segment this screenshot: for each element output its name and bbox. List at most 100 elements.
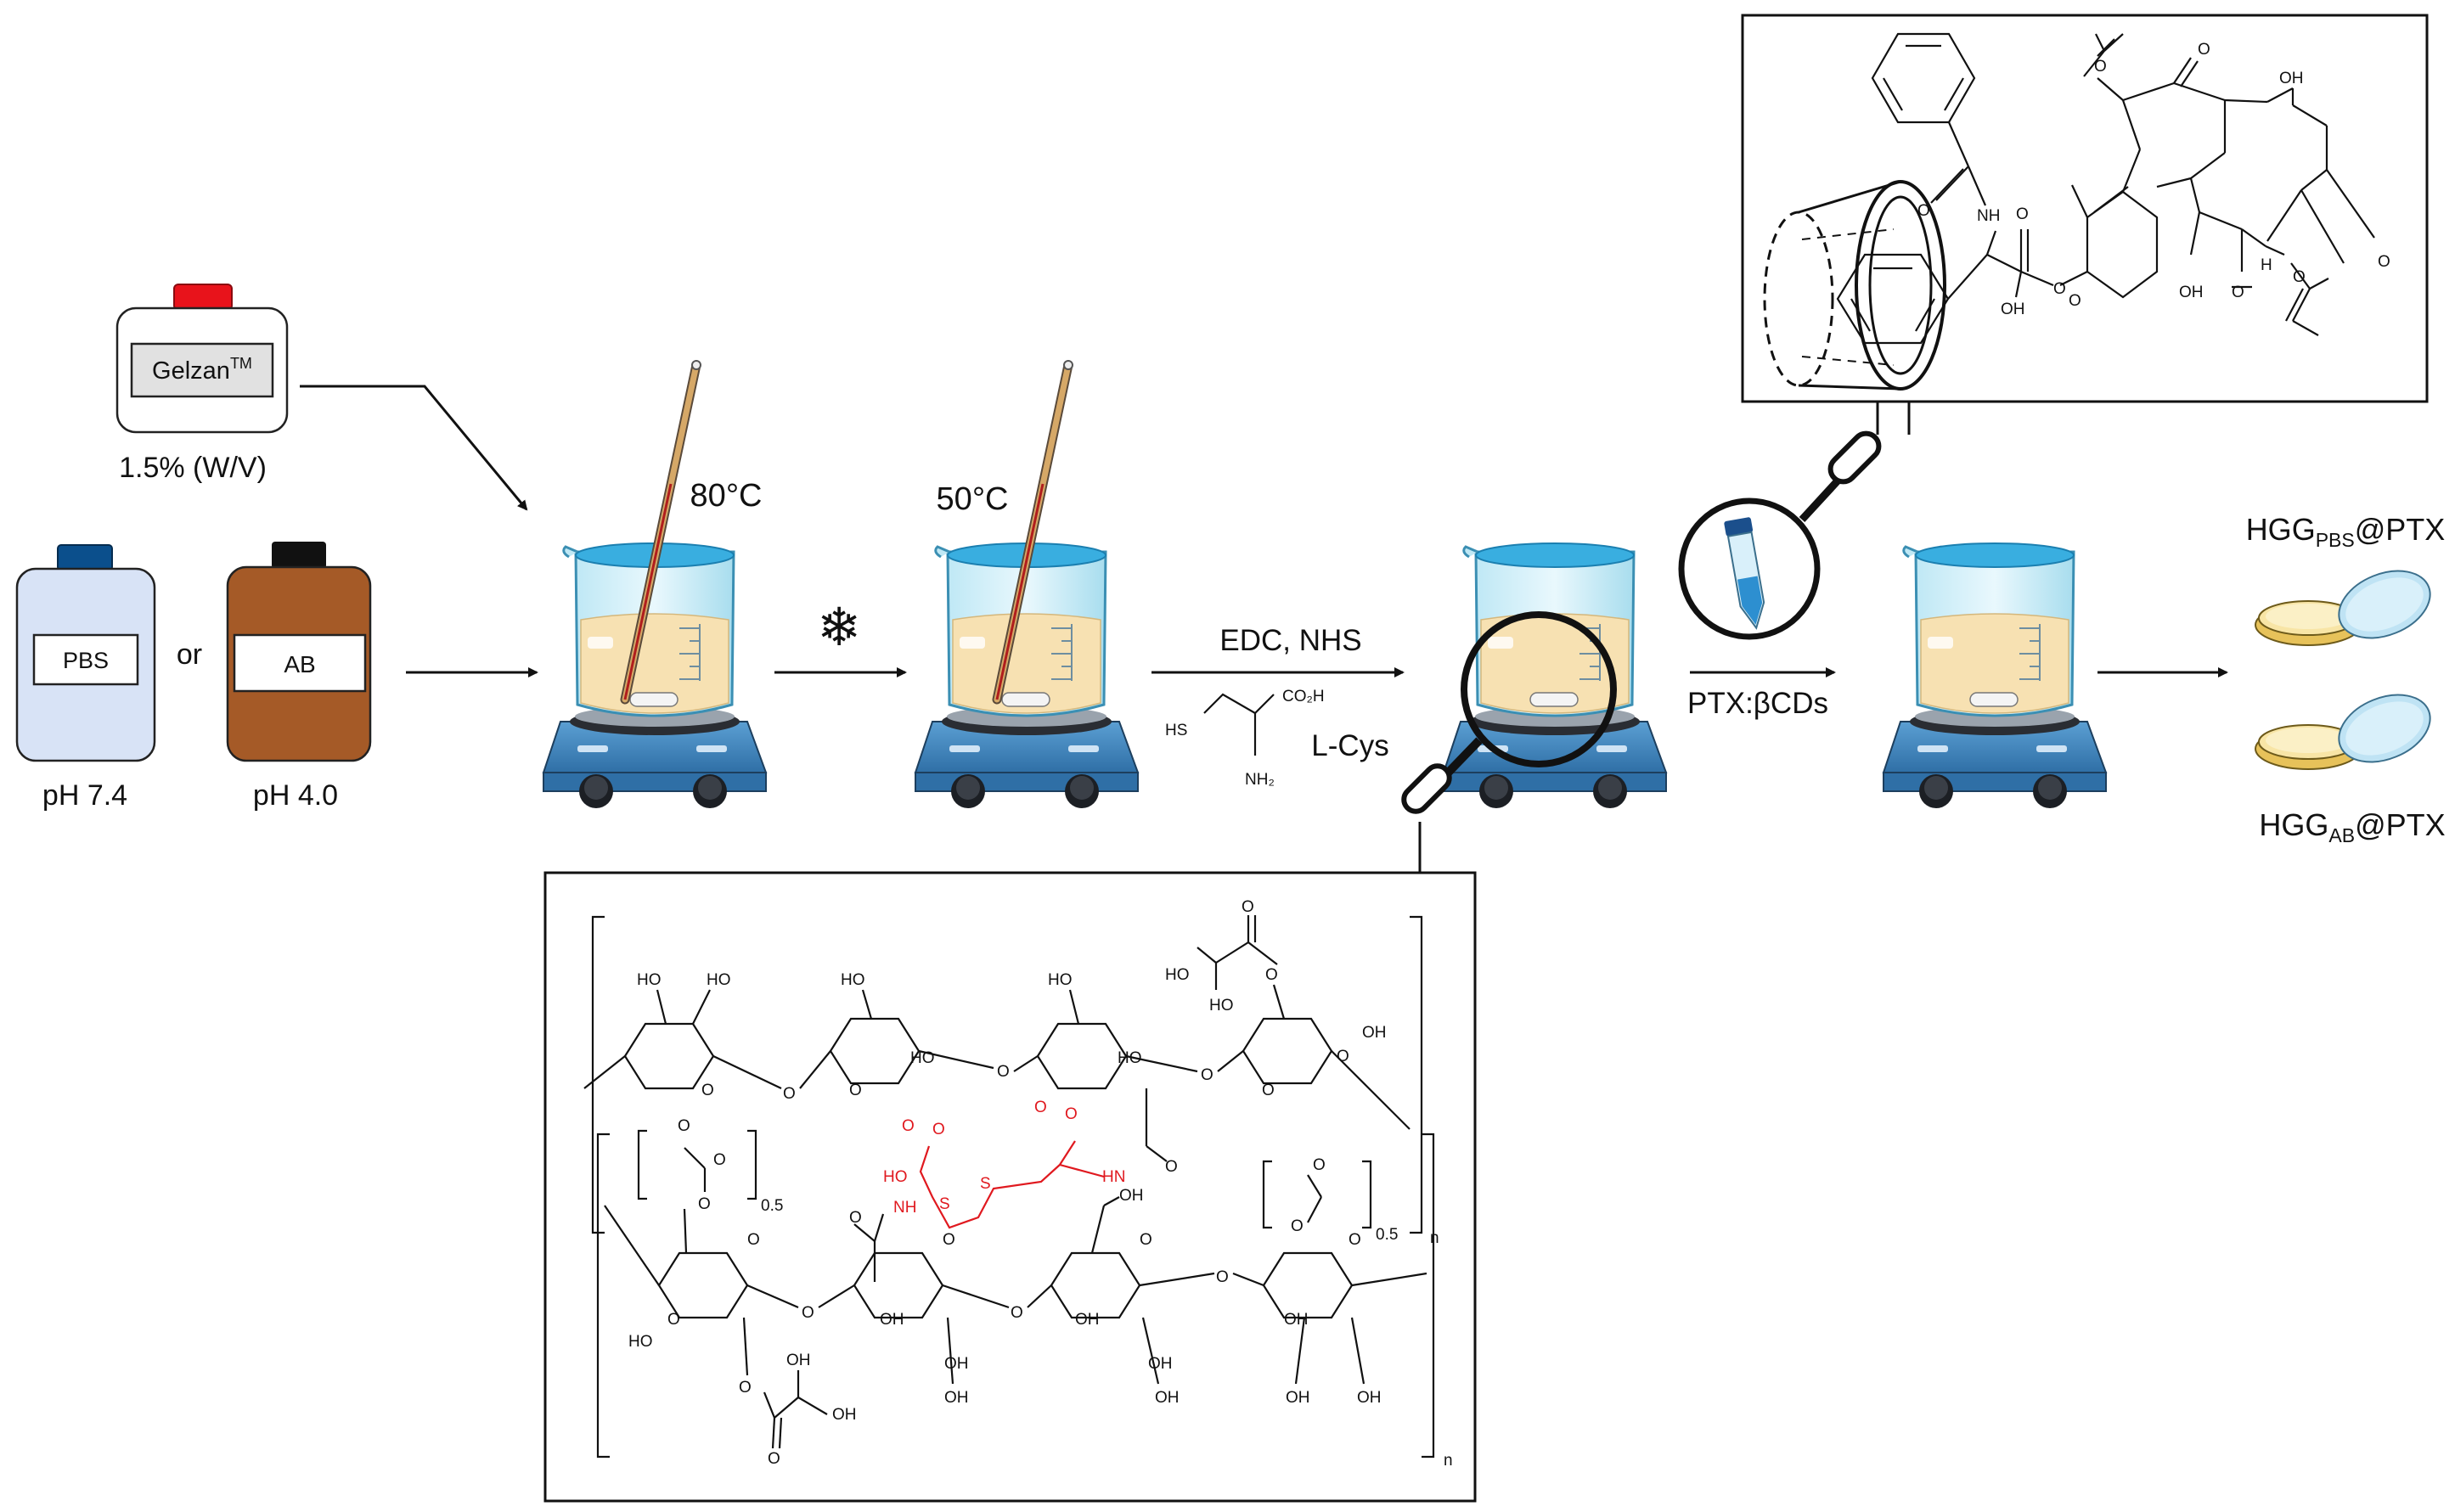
svg-text:NH₂: NH₂ [1245,771,1275,789]
svg-text:O: O [1291,1217,1304,1235]
svg-text:O: O [2094,58,2107,76]
cystine-crosslink: O O HO NH S S O O HN [883,1099,1125,1229]
svg-text:OH: OH [1119,1187,1144,1205]
svg-text:O: O [1065,1105,1078,1123]
svg-text:OH: OH [2279,70,2304,87]
svg-text:OH: OH [1284,1311,1309,1329]
l-cys-structure: HS CO₂H NH₂ [1165,688,1325,789]
svg-text:O: O [997,1063,1010,1081]
svg-text:NH: NH [1977,207,2000,225]
beaker-cooling-50 [914,542,1140,810]
reagents-label: EDC, NHS [1219,624,1361,657]
ptx-cd-label: PTX:βCDs [1687,687,1828,720]
svg-text:O: O [1242,898,1254,916]
falcon-tube-icon [1724,517,1765,630]
pbs-label: PBS [63,648,109,673]
svg-text:O: O [1216,1268,1229,1286]
svg-text:O: O [849,1209,862,1227]
svg-text:OH: OH [832,1406,857,1424]
temp-80-label: 80°C [690,478,763,514]
svg-text:HO: HO [707,971,731,989]
arrows [300,385,2228,677]
svg-text:O: O [2293,268,2306,286]
svg-text:O: O [2232,284,2244,301]
svg-text:OH: OH [2179,284,2204,301]
svg-text:S: S [939,1195,950,1213]
beaker-heating-80 [542,542,768,810]
svg-text:S: S [980,1175,991,1193]
svg-text:O: O [943,1231,955,1249]
svg-text:n: n [1444,1452,1453,1470]
svg-text:0.5: 0.5 [1376,1226,1398,1244]
svg-text:n: n [1430,1229,1439,1247]
product-pbs-label: HGGPBS@PTX [2246,512,2446,551]
svg-text:O: O [698,1195,711,1213]
svg-text:O: O [747,1231,760,1249]
gelzan-bottle: GelzanTM [115,284,289,434]
pbs-ph: pH 7.4 [42,779,127,812]
svg-text:O: O [2069,292,2081,310]
svg-text:HN: HN [1102,1168,1125,1186]
svg-text:O: O [902,1117,915,1135]
ab-bottle: AB [226,542,372,762]
petri-dish-pbs [2255,557,2441,652]
falcon-tube-magnifier [1678,392,1882,640]
or-text: or [177,638,202,671]
svg-text:NH: NH [893,1199,916,1217]
svg-text:HO: HO [883,1168,908,1186]
svg-text:O: O [1262,1082,1275,1099]
gelzan-label: GelzanTM [152,355,252,385]
beaker-crosslinking [1442,542,1668,810]
ab-ph: pH 4.0 [253,779,338,812]
svg-text:O: O [1917,202,1930,220]
svg-text:O: O [1165,1158,1178,1176]
svg-text:O: O [1034,1099,1047,1116]
gelzan-concentration: 1.5% (W/V) [119,452,267,484]
svg-text:OH: OH [944,1389,969,1407]
svg-text:HO: HO [628,1333,653,1351]
svg-text:O: O [667,1311,680,1329]
magnifier-icon [1401,611,1617,873]
svg-text:H: H [2261,256,2272,274]
svg-text:O: O [1140,1231,1152,1249]
svg-text:OH: OH [944,1355,969,1373]
svg-text:OH: OH [1155,1389,1180,1407]
svg-text:OH: OH [786,1352,811,1369]
svg-text:O: O [932,1121,945,1138]
svg-text:OH: OH [1357,1389,1382,1407]
svg-text:O: O [802,1304,814,1322]
svg-text:O: O [783,1085,796,1103]
svg-text:HS: HS [1165,722,1187,739]
svg-text:HO: HO [910,1049,935,1067]
svg-text:O: O [1337,1048,1349,1065]
snowflake-icon: ❄ [817,599,861,657]
svg-text:O: O [2016,205,2029,223]
svg-text:O: O [701,1082,714,1099]
svg-text:HO: HO [1118,1049,1142,1067]
svg-text:O: O [739,1379,752,1397]
temp-50-label: 50°C [937,481,1009,517]
svg-text:O: O [1201,1066,1213,1084]
svg-text:O: O [2198,41,2210,59]
ab-label: AB [284,651,315,677]
ptx-cyclodextrin-structure-box: O NH O OH O O O O [1741,14,2429,435]
crosslinked-polymer-structure-box: n n O O O HO HO HO HO HO HO OH O [543,871,1477,1503]
svg-text:HO: HO [1048,971,1073,989]
svg-text:OH: OH [2001,301,2025,318]
svg-text:OH: OH [1286,1389,1310,1407]
l-cys-label: L-Cys [1311,729,1388,762]
svg-text:O: O [1265,966,1278,984]
svg-text:O: O [1349,1231,1361,1249]
svg-text:O: O [2378,253,2390,271]
svg-text:HO: HO [841,971,865,989]
svg-text:HO: HO [637,971,662,989]
svg-text:CO₂H: CO₂H [1282,688,1325,705]
svg-text:OH: OH [880,1311,904,1329]
svg-text:HO: HO [1209,997,1234,1015]
svg-text:O: O [768,1450,780,1468]
cyclodextrin-icon [1763,180,1946,391]
svg-text:OH: OH [1362,1024,1387,1042]
beaker-drug-loaded [1882,542,2108,810]
svg-text:0.5: 0.5 [761,1197,783,1215]
